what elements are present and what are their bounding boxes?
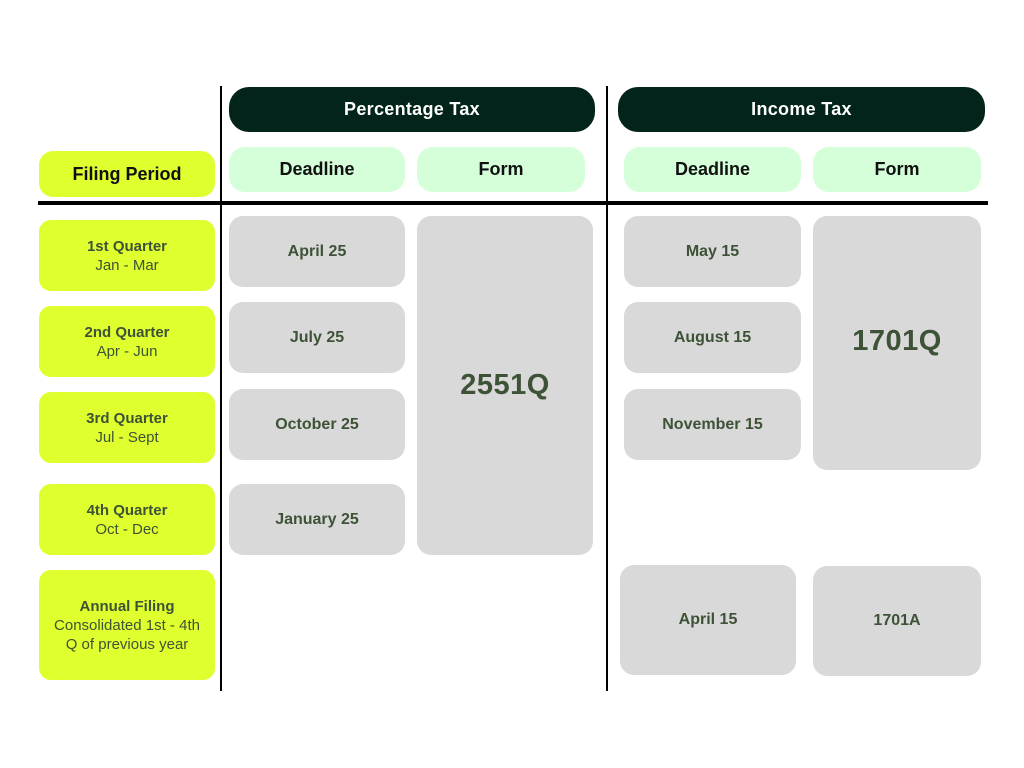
period-name: 4th Quarter bbox=[86, 501, 168, 519]
divider-left bbox=[220, 86, 222, 691]
percentage-deadline-q2: July 25 bbox=[229, 302, 405, 373]
income-deadline-q3: November 15 bbox=[624, 389, 801, 460]
header-divider bbox=[38, 201, 988, 205]
percentage-tax-form: 2551Q bbox=[417, 216, 593, 555]
income-deadline-q2: August 15 bbox=[624, 302, 801, 373]
period-range: Jan - Mar bbox=[95, 256, 159, 274]
percentage-deadline-q1: April 25 bbox=[229, 216, 405, 287]
divider-middle bbox=[606, 86, 608, 691]
period-name: 3rd Quarter bbox=[86, 409, 168, 427]
percentage-tax-form-code: 2551Q bbox=[460, 369, 550, 401]
period-annual: Annual Filing Consolidated 1st - 4th Q o… bbox=[39, 570, 215, 680]
percentage-tax-form-header: Form bbox=[417, 147, 585, 192]
income-tax-form-code: 1701Q bbox=[852, 325, 942, 357]
percentage-deadline-q3: October 25 bbox=[229, 389, 405, 460]
period-q3: 3rd Quarter Jul - Sept bbox=[39, 392, 215, 463]
period-name: Annual Filing bbox=[79, 597, 175, 615]
income-annual-deadline: April 15 bbox=[620, 565, 796, 675]
period-name: 1st Quarter bbox=[86, 237, 168, 255]
period-q1: 1st Quarter Jan - Mar bbox=[39, 220, 215, 291]
income-deadline-q1: May 15 bbox=[624, 216, 801, 287]
percentage-tax-deadline-header: Deadline bbox=[229, 147, 405, 192]
period-range: Oct - Dec bbox=[95, 520, 159, 538]
percentage-deadline-q4: January 25 bbox=[229, 484, 405, 555]
percentage-tax-header: Percentage Tax bbox=[229, 87, 595, 132]
income-tax-form: 1701Q bbox=[813, 216, 981, 470]
filing-period-header: Filing Period bbox=[39, 151, 215, 197]
income-annual-form: 1701A bbox=[813, 566, 981, 676]
period-q4: 4th Quarter Oct - Dec bbox=[39, 484, 215, 555]
income-tax-header: Income Tax bbox=[618, 87, 985, 132]
period-name: 2nd Quarter bbox=[84, 323, 170, 341]
period-range: Jul - Sept bbox=[95, 428, 159, 446]
period-range: Apr - Jun bbox=[96, 342, 158, 360]
income-tax-form-header: Form bbox=[813, 147, 981, 192]
period-range: Consolidated 1st - 4th Q of previous yea… bbox=[54, 616, 200, 653]
period-q2: 2nd Quarter Apr - Jun bbox=[39, 306, 215, 377]
income-tax-deadline-header: Deadline bbox=[624, 147, 801, 192]
